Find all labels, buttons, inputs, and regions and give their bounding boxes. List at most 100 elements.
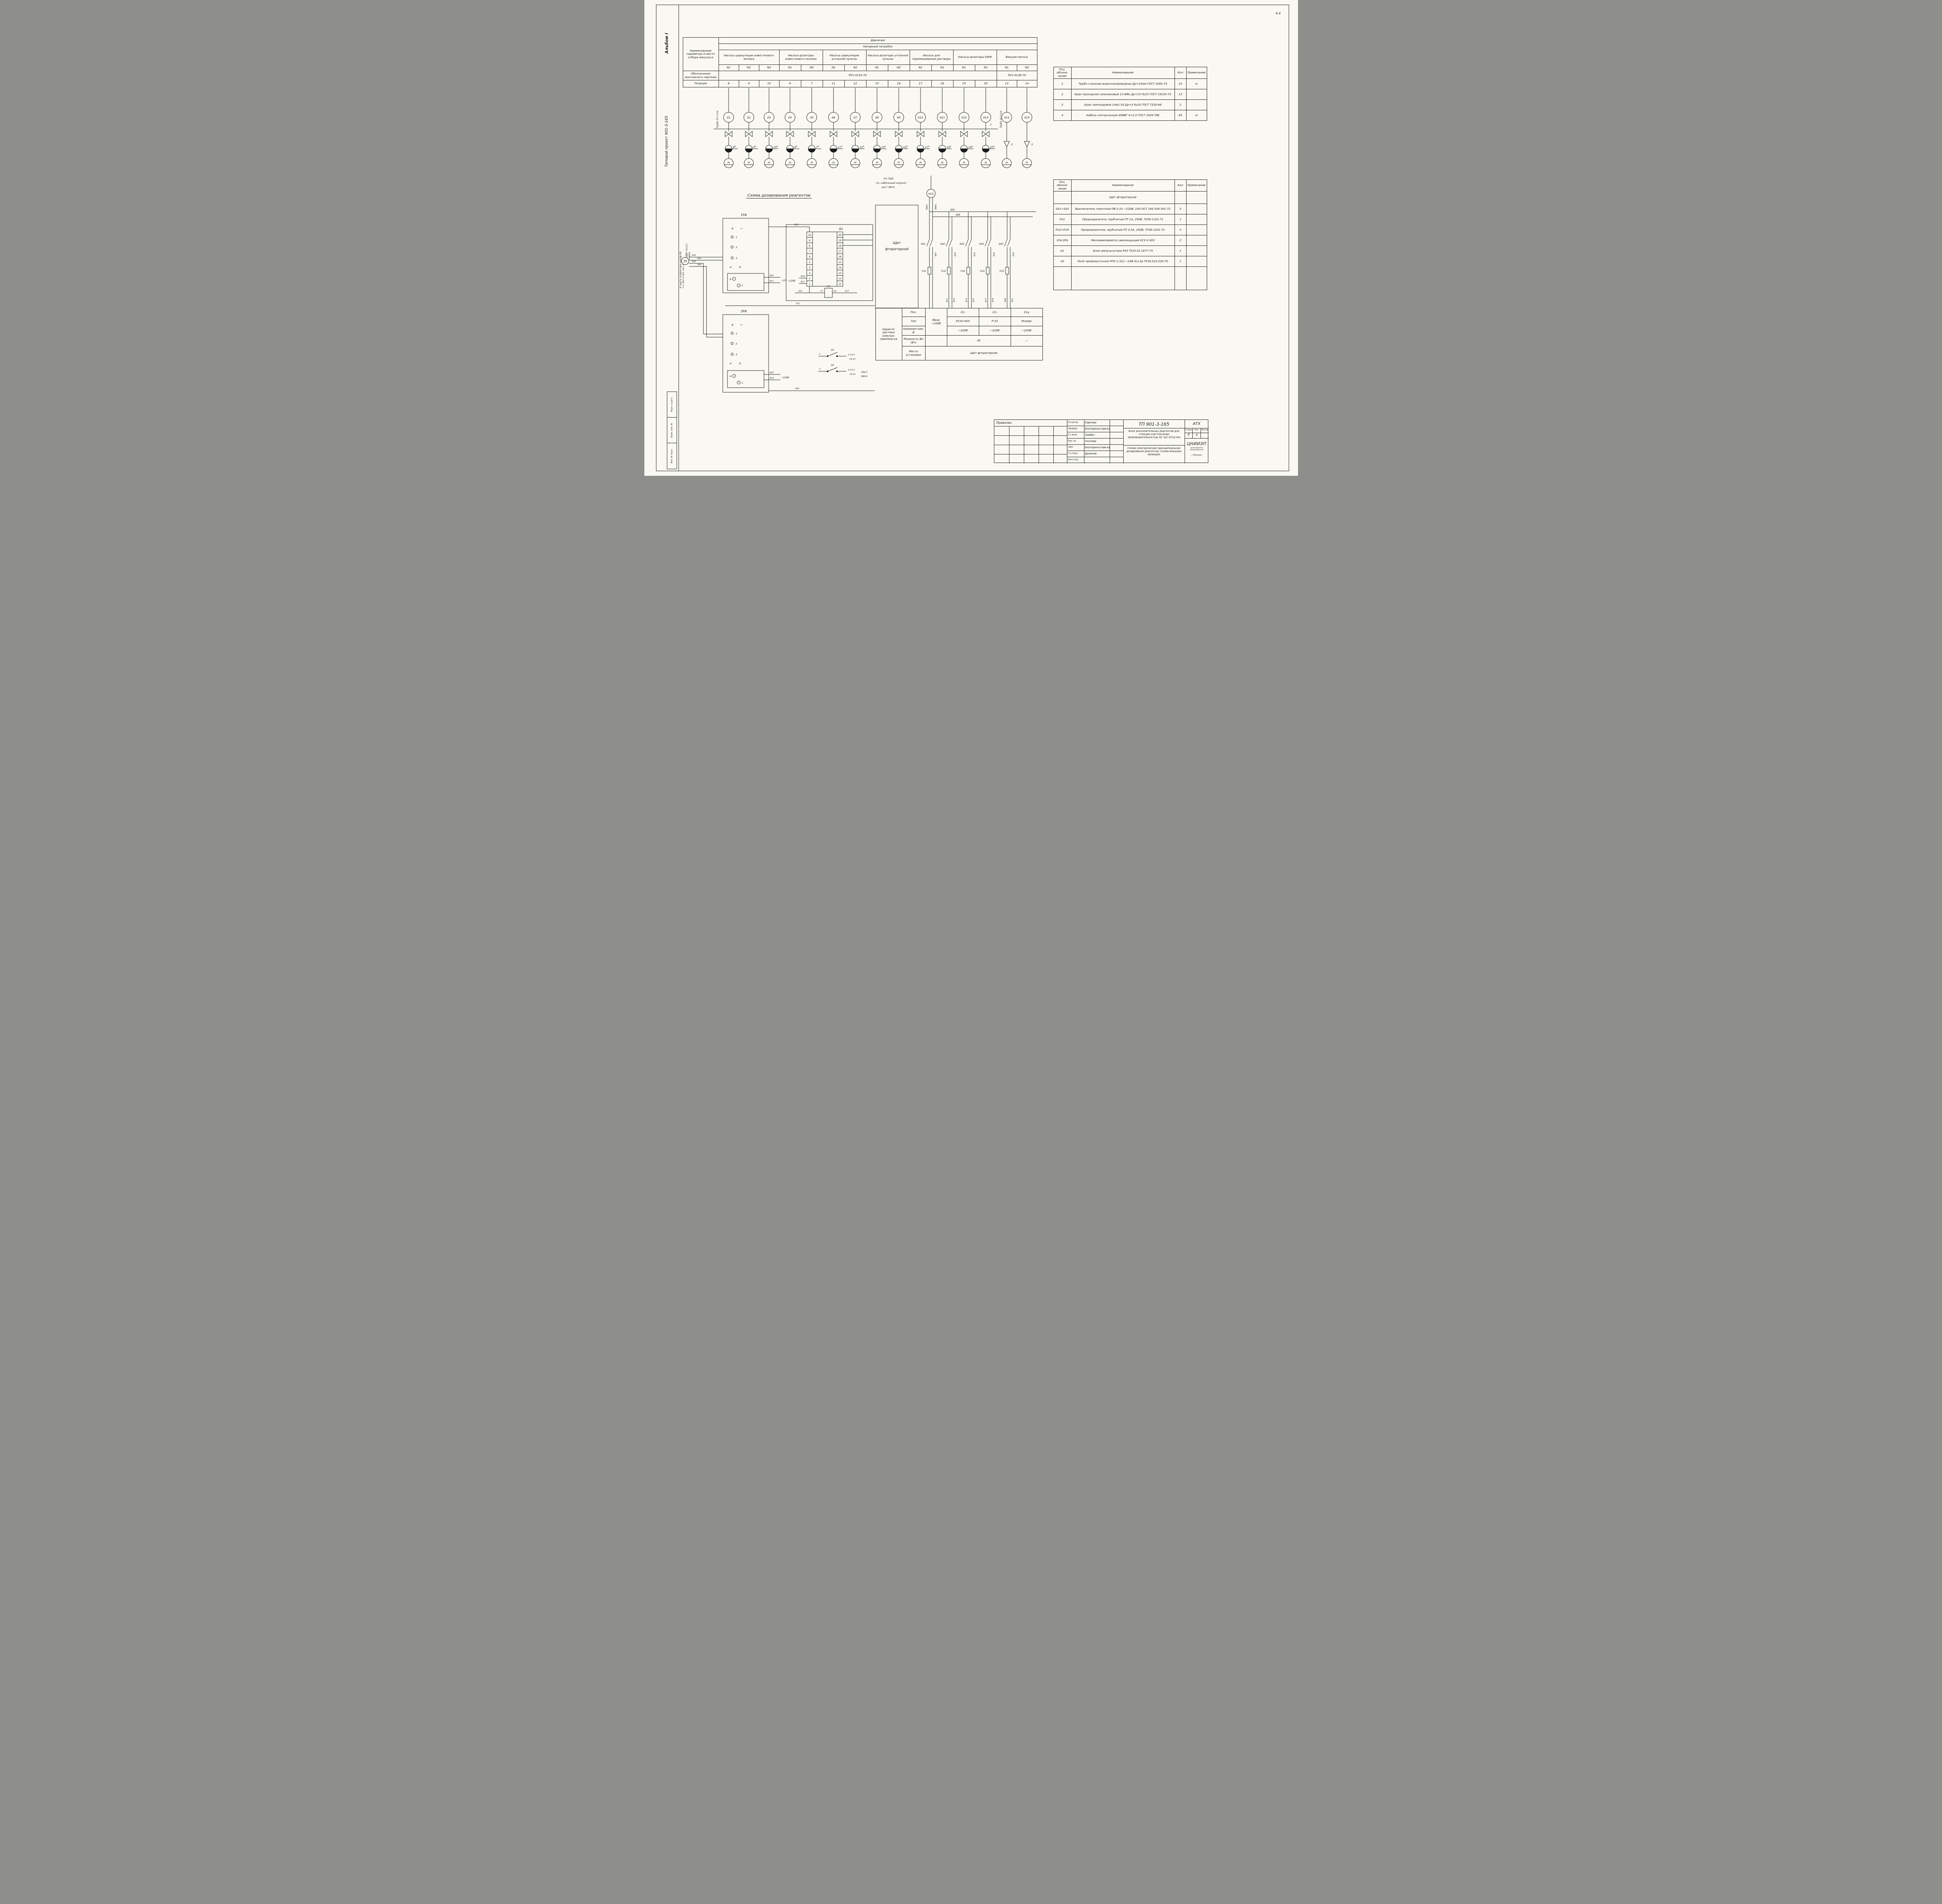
svg-text:4: 4 [809, 266, 810, 269]
device-label: 2РА [741, 310, 747, 313]
svg-text:А: А [729, 362, 731, 365]
svg-text:4 15-3: 4 15-3 [848, 369, 855, 371]
gauge-bubble [724, 158, 733, 168]
sheet-label: Лист [1193, 428, 1201, 433]
wire-label: 809 [956, 214, 960, 216]
load-characteristics: Характе-ристика электро-приемни-ка Поз. … [875, 308, 1043, 360]
titleblock-left-section: Привязан [994, 420, 1067, 463]
gauge-bubble [744, 158, 753, 168]
valve-icon [789, 131, 794, 137]
drawing-frame [656, 5, 1289, 471]
doc-code: АТХ [1184, 420, 1209, 428]
svg-text:1: 1 [809, 283, 810, 285]
dosing-wires [689, 257, 723, 338]
fuse-label: FU1 [922, 270, 926, 273]
svg-text:07: 07 [853, 116, 857, 119]
svg-text:Щит: Щит [893, 241, 901, 245]
fuse-icon [947, 267, 950, 275]
shield-schematic: От ГШУ см. кабельный журнал лист ЭМ-6 Н2… [875, 176, 1036, 308]
gauge-bubble [894, 158, 903, 168]
valve-tag: 11д [838, 145, 842, 149]
svg-text:7: 7 [809, 250, 810, 253]
wire-label: 304 [697, 264, 701, 266]
valve-tag: 19д [968, 145, 973, 149]
valve-tag: 9д [753, 145, 756, 149]
wire-label: 821 [1011, 298, 1014, 303]
svg-text:09: 09 [897, 116, 900, 119]
svg-text:04: 04 [788, 116, 792, 119]
corner-mark: 6.4 [1276, 12, 1281, 15]
valve-tag: 6д [794, 145, 797, 149]
gauge-bubble [1022, 158, 1032, 168]
valve-icon [786, 131, 790, 137]
svg-text:PI: PI [963, 161, 965, 164]
svg-text:17: 17 [820, 290, 823, 292]
valve-icon [920, 131, 924, 137]
valve-icon [876, 131, 881, 137]
valve-tag: 16д [903, 145, 908, 149]
fuse-label: FU4 [980, 270, 985, 273]
fuse-icon [927, 267, 931, 275]
wire-label: 820 [1004, 298, 1007, 302]
relay-contact-2: 1К 3 4 15-3 15-11 [818, 364, 855, 376]
svg-text:02: 02 [747, 116, 750, 119]
sheet-ref-note: Лист [861, 371, 868, 374]
valve-tag: 7д [816, 145, 819, 149]
load-characteristics-table: Характе-ристика электро-приемни-ка Поз. … [875, 308, 1043, 360]
svg-text:05: 05 [810, 116, 813, 119]
svg-text:9: 9 [809, 239, 810, 242]
svg-text:1: 1 [736, 236, 737, 239]
svg-text:1: 1 [736, 332, 737, 335]
svg-text:18: 18 [834, 290, 836, 292]
stage-block: Стадия Лист Листов Р 4 [1184, 428, 1209, 439]
valve-icon [808, 131, 812, 137]
stamp-cell: Инв. № подл. [670, 449, 673, 463]
svg-text:06: 06 [832, 116, 835, 119]
dosing-scheme-title: Схема дозирования реагентов [746, 193, 812, 198]
valve-icon [960, 131, 964, 137]
junction-node-35: 35 [681, 257, 689, 265]
svg-text:PI: PI [811, 161, 813, 164]
svg-text:1К: 1К [827, 285, 830, 288]
wire-label: 303 [692, 261, 696, 263]
sheet-value: 4 [1193, 433, 1201, 438]
svg-text:6: 6 [809, 256, 810, 258]
svg-text:01: 01 [727, 116, 730, 119]
svg-text:817: 817 [800, 281, 805, 283]
node-circle [681, 257, 689, 265]
svg-text:PI: PI [789, 161, 791, 164]
stage-value: Р [1185, 433, 1193, 438]
recorder-1pa: 1РА + − 1 2 3 А Б N Т 812 811 ~220В [722, 213, 789, 293]
three-way-valve-icon [1023, 141, 1030, 148]
svg-text:11: 11 [838, 283, 841, 285]
valve-icon [833, 131, 837, 137]
gauge-bubble [959, 158, 969, 168]
org-name: ЦНИИЭП [1187, 442, 1206, 446]
svg-text:см. кабельный журнал: см. кабельный журнал [876, 181, 906, 184]
svg-text:2: 2 [809, 277, 810, 280]
svg-text:Б: Б [739, 362, 741, 365]
svg-text:17: 17 [838, 250, 841, 253]
valve-icon [941, 131, 946, 137]
svg-text:03: 03 [767, 116, 771, 119]
valve-tag: 10д [773, 145, 778, 149]
wire-label: 811 [946, 298, 948, 303]
valve-tag: 12д [860, 145, 864, 149]
svg-text:5: 5 [809, 261, 810, 264]
svg-text:010: 010 [918, 116, 923, 119]
svg-text:3: 3 [736, 353, 737, 356]
switch-label: SA4 [979, 243, 983, 245]
sheet-title: Схема электрическая принципиальная дозир… [1123, 446, 1185, 463]
bus-lines [929, 211, 1036, 217]
sheets-value [1201, 433, 1209, 438]
